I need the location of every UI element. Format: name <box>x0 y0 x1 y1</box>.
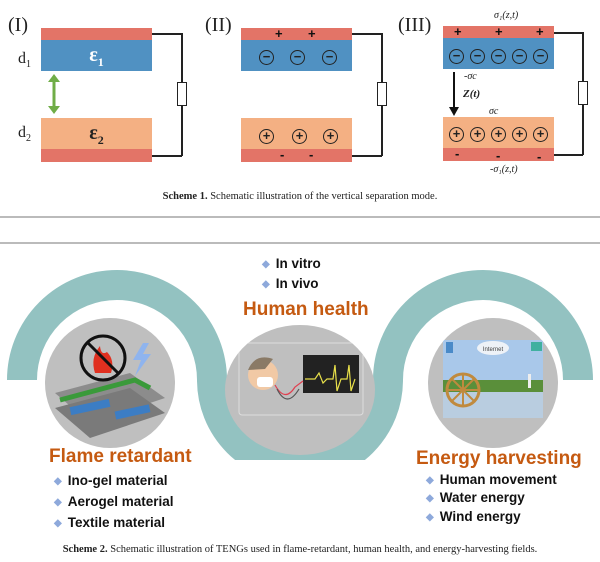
dielectric-1: ε1 <box>41 40 152 71</box>
diamond-bullet-icon: ◆ <box>426 512 434 523</box>
positive-sign: + <box>275 26 283 41</box>
positive-charge-icon: + <box>512 127 527 142</box>
energy-harvesting-image: Internet <box>428 318 558 448</box>
diamond-bullet-icon: ◆ <box>54 497 62 508</box>
human-health-item: ◆In vivo <box>262 276 319 291</box>
negative-charge-icon: − <box>491 49 506 64</box>
z-label: Z(t) <box>463 88 481 100</box>
top-electrode <box>241 28 352 40</box>
human-health-title: Human health <box>243 299 369 320</box>
diamond-bullet-icon: ◆ <box>54 518 62 529</box>
wire <box>554 32 583 34</box>
energy-harvesting-title: Energy harvesting <box>416 448 582 469</box>
positive-charge-icon: + <box>491 127 506 142</box>
positive-charge-icon: + <box>533 127 548 142</box>
d1-label: d1 <box>18 50 31 71</box>
panel-3-label: (III) <box>398 14 432 36</box>
sigma-bottom-label: -σ₁(z,t) <box>490 164 518 175</box>
bottom-electrode <box>41 149 152 162</box>
panel-2-label: (II) <box>205 14 232 36</box>
bottom-electrode <box>241 149 352 162</box>
negative-charge-icon: − <box>533 49 548 64</box>
positive-charge-icon: + <box>470 127 485 142</box>
positive-charge-icon: + <box>292 129 307 144</box>
separation-arrow-icon <box>48 74 60 114</box>
negative-charge-icon: − <box>259 50 274 65</box>
diamond-bullet-icon: ◆ <box>426 493 434 504</box>
human-health-item: ◆In vitro <box>262 256 321 271</box>
scheme1-caption: Scheme 1. Schematic illustration of the … <box>162 191 438 202</box>
down-arrow-icon <box>449 72 459 116</box>
resistor-icon <box>578 81 588 105</box>
negative-charge-icon: − <box>322 50 337 65</box>
positive-charge-icon: + <box>323 129 338 144</box>
wire <box>152 155 182 157</box>
resistor-icon <box>377 82 387 106</box>
wave-arc-graphic <box>7 270 593 460</box>
diamond-bullet-icon: ◆ <box>262 279 270 290</box>
human-health-image <box>225 325 375 455</box>
wire <box>352 33 382 35</box>
diamond-bullet-icon: ◆ <box>54 476 62 487</box>
flame-retardant-title: Flame retardant <box>49 446 192 467</box>
sigma-c-neg-label: -σc <box>464 71 477 82</box>
diamond-bullet-icon: ◆ <box>426 475 434 486</box>
diamond-bullet-icon: ◆ <box>262 259 270 270</box>
positive-sign: + <box>308 26 316 41</box>
positive-charge-icon: + <box>259 129 274 144</box>
divider <box>0 216 600 218</box>
sigma-c-label: σc <box>489 106 499 117</box>
wire <box>352 155 382 157</box>
energy-harvesting-item: ◆Human movement <box>426 472 557 487</box>
flame-retardant-item: ◆Aerogel material <box>54 494 174 509</box>
resistor-icon <box>177 82 187 106</box>
energy-harvesting-item: ◆Water energy <box>426 490 525 505</box>
dielectric-2: ε2 <box>41 118 152 149</box>
wire <box>152 33 182 35</box>
positive-charge-icon: + <box>449 127 464 142</box>
negative-sign: - <box>280 147 285 162</box>
internet-label: Internet <box>483 347 504 353</box>
negative-charge-icon: − <box>512 49 527 64</box>
negative-charge-icon: − <box>449 49 464 64</box>
wire <box>554 154 583 156</box>
sigma-top-label: σ₁(z,t) <box>494 10 519 21</box>
positive-sign: + <box>454 24 462 39</box>
panel-1-label: (I) <box>8 14 28 36</box>
divider <box>0 242 600 244</box>
flame-retardant-image <box>45 318 175 448</box>
top-electrode <box>443 26 554 38</box>
positive-sign: + <box>536 24 544 39</box>
d2-label: d2 <box>18 124 31 145</box>
flame-retardant-item: ◆Textile material <box>54 515 165 530</box>
bottom-electrode <box>443 148 554 161</box>
negative-sign: - <box>309 147 314 162</box>
flame-retardant-item: ◆Ino-gel material <box>54 473 168 488</box>
negative-sign: - <box>496 148 501 163</box>
positive-sign: + <box>495 24 503 39</box>
negative-charge-icon: − <box>470 49 485 64</box>
negative-sign: - <box>455 146 460 161</box>
negative-sign: - <box>537 149 542 164</box>
negative-charge-icon: − <box>290 50 305 65</box>
top-electrode <box>41 28 152 40</box>
energy-harvesting-item: ◆Wind energy <box>426 509 521 524</box>
scheme2-caption: Scheme 2. Schematic illustration of TENG… <box>62 544 538 555</box>
